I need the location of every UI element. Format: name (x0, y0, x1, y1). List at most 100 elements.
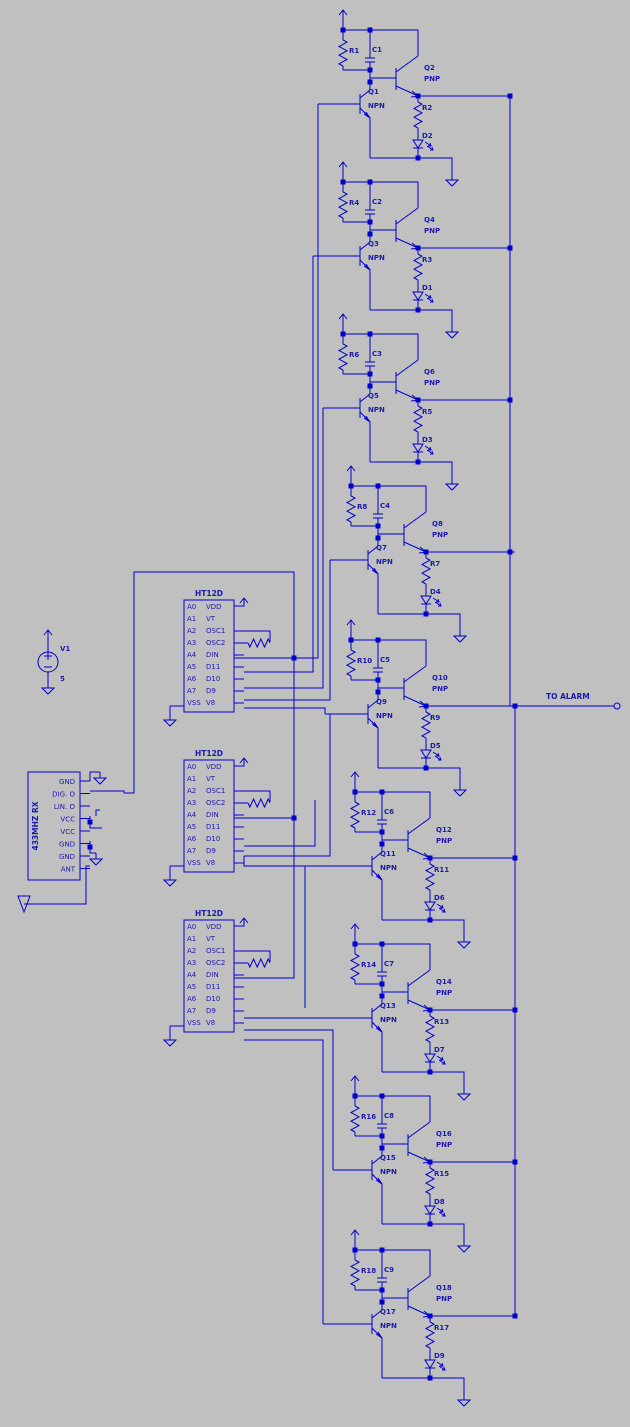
label-pnp: Q2 (424, 64, 435, 72)
collector-resistor (424, 1321, 436, 1349)
emitter-ground (370, 157, 453, 174)
label-led: D5 (430, 742, 441, 750)
vdd-wire (234, 598, 245, 607)
pnp-emitter (395, 207, 419, 225)
label-npn: Q1 (368, 88, 379, 96)
led-arrow (434, 755, 442, 761)
pnp-emitter (407, 1275, 431, 1293)
decoder-output-wire (244, 408, 324, 689)
junction-dot (423, 765, 429, 771)
pnp-collector (395, 237, 419, 249)
decoder-pin-right: D9 (206, 1007, 216, 1015)
rx-ant (24, 865, 90, 905)
junction-dot (367, 383, 373, 389)
pnp-collector (407, 1151, 431, 1163)
label-npn-type: NPN (380, 1322, 397, 1330)
decoder-pin-left: A1 (187, 615, 196, 623)
label-rb: R14 (361, 961, 376, 969)
led (420, 595, 432, 605)
collector-resistor (424, 863, 436, 891)
decoder-pin-right: DIN (206, 651, 219, 659)
label-pnp: Q12 (436, 826, 452, 834)
npn-arrow (371, 567, 379, 575)
decoder-pin-left: VSS (187, 859, 201, 867)
junction-dot (340, 179, 346, 185)
junction-dot (87, 819, 93, 825)
pnp-collector (403, 695, 427, 707)
emitter-ground (378, 767, 461, 784)
junction-dot (352, 789, 358, 795)
receiver-pin: ANT (61, 866, 76, 874)
pnp-collector (407, 847, 431, 859)
base-resistor (337, 191, 349, 219)
junction-dot (375, 689, 381, 695)
led-arrow (436, 1207, 444, 1213)
vdd-arrow (239, 757, 249, 764)
decoder-pin-left: A5 (187, 663, 196, 671)
npn-collector (371, 996, 383, 1013)
pnp-emitter (395, 359, 419, 377)
label-cap: C5 (380, 656, 390, 664)
junction-dot (379, 1287, 385, 1293)
led-arrow (424, 293, 432, 299)
base-resistor (337, 39, 349, 67)
osc-resistor (247, 637, 271, 649)
decoder-pin-left: A2 (187, 787, 196, 795)
top-rail (350, 634, 427, 666)
base-resistor (345, 649, 357, 677)
led-arrow (430, 450, 434, 455)
decoder-pin-left: A7 (187, 847, 196, 855)
label-led: D2 (422, 132, 433, 140)
led-arrow (436, 1055, 444, 1061)
led (412, 443, 424, 453)
top-rail (350, 480, 427, 512)
decoder-output-wire (244, 256, 314, 673)
led-arrow (438, 756, 442, 761)
decoder-pin-right: VDD (206, 603, 222, 611)
led (424, 901, 436, 911)
decoder-pin-right: D10 (206, 675, 220, 683)
label-led: D8 (434, 1198, 445, 1206)
ground-symbol (88, 858, 104, 866)
decoder-pin-left: A5 (187, 983, 196, 991)
junction-dot (379, 1093, 385, 1099)
rx-vcc-arrow (95, 809, 100, 816)
junction-dot (291, 655, 297, 661)
decoder-pin-left: A4 (187, 811, 197, 819)
osc-wire (234, 790, 271, 802)
decoder-pin-left: A3 (187, 959, 196, 967)
decoder-pin-left: A1 (187, 935, 196, 943)
junction-dot (379, 981, 385, 987)
emitter-ground (382, 919, 465, 936)
ground-symbol (444, 179, 460, 187)
decoder-pin-right: DIN (206, 811, 219, 819)
vcc-arrow (346, 465, 356, 472)
ground-symbol (452, 789, 468, 797)
junction-dot (427, 1069, 433, 1075)
ground-symbol (92, 777, 108, 785)
label-npn: Q5 (368, 392, 379, 400)
led-arrow (438, 1059, 446, 1065)
junction-dot (367, 371, 373, 377)
junction-dot (379, 1133, 385, 1139)
top-rail (342, 24, 419, 56)
npn-arrow (363, 263, 371, 271)
label-rc: R3 (422, 256, 432, 264)
decoder-pin-right: OSC1 (206, 947, 225, 955)
decoder-pin-right: OSC2 (206, 959, 225, 967)
v1-arrow (43, 629, 53, 636)
junction-dot (379, 1247, 385, 1253)
led (424, 1359, 436, 1369)
junction-dot (415, 307, 421, 313)
label-rc: R13 (434, 1018, 449, 1026)
junction-dot (512, 1007, 518, 1013)
led-arrow (430, 146, 434, 151)
label-rc: R2 (422, 104, 432, 112)
npn-collector (359, 82, 371, 99)
label-pnp-type: PNP (436, 1295, 452, 1303)
top-rail (342, 176, 419, 208)
emitter-ground (382, 1377, 465, 1394)
led-arrow (436, 752, 440, 757)
junction-dot (427, 1159, 433, 1165)
label-rb: R8 (357, 503, 367, 511)
